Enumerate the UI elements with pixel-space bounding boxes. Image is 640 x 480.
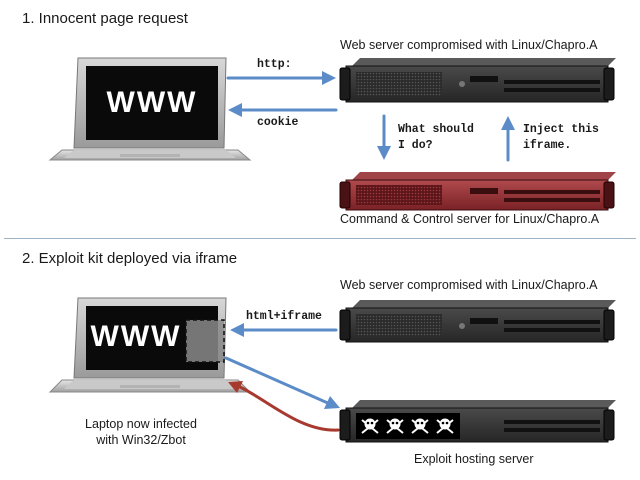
- arrow-infection-return: [228, 381, 340, 432]
- cnc-server-caption: Command & Control server for Linux/Chapr…: [340, 212, 600, 226]
- arrow-ask-down: [377, 114, 391, 160]
- arrow-cookie: [228, 103, 338, 117]
- html-iframe-label: html+iframe: [246, 310, 322, 323]
- web-server-1: [339, 58, 616, 103]
- cnc-server: [339, 172, 616, 211]
- laptop-caption-line-1: Laptop now infected: [85, 417, 197, 431]
- inject-label-line-1: Inject this: [523, 123, 599, 136]
- web-server-caption-2: Web server compromised with Linux/Chapro…: [340, 278, 598, 292]
- section-1-title: 1. Innocent page request: [22, 10, 188, 27]
- laptop-1-www-text: WWW: [107, 86, 198, 119]
- web-server-caption-1: Web server compromised with Linux/Chapro…: [340, 38, 598, 52]
- ask-label-line-1: What should: [398, 123, 474, 136]
- skull-crossbones-icon: [411, 418, 429, 434]
- ask-label: What should I do?: [398, 122, 474, 154]
- http-label: http:: [257, 58, 292, 71]
- laptop-1-screen: [86, 66, 218, 140]
- skull-icons: [361, 418, 454, 434]
- arrow-inject-up: [501, 116, 515, 162]
- cookie-label: cookie: [257, 116, 299, 129]
- iframe-dashed-outline: [185, 319, 225, 363]
- iframe-overlay: [186, 320, 224, 362]
- skull-crossbones-icon: [361, 418, 379, 434]
- laptop-2-www-text: WWW: [91, 320, 182, 353]
- laptop-2: [48, 297, 252, 393]
- arrow-iframe-to-exploit: [224, 356, 340, 409]
- laptop-1: [48, 57, 252, 161]
- skull-crossbones-icon: [436, 418, 454, 434]
- arrow-http: [226, 71, 336, 85]
- arrow-html-iframe: [230, 323, 338, 337]
- exploit-server: [339, 400, 616, 443]
- exploit-server-caption: Exploit hosting server: [414, 452, 534, 466]
- section-2-title: 2. Exploit kit deployed via iframe: [22, 250, 238, 267]
- laptop-caption-line-2: with Win32/Zbot: [96, 433, 186, 447]
- inject-label: Inject this iframe.: [523, 122, 599, 154]
- inject-label-line-2: iframe.: [523, 139, 572, 152]
- laptop-infected-caption: Laptop now infected with Win32/Zbot: [66, 416, 216, 448]
- web-server-2: [339, 300, 616, 343]
- ask-label-line-2: I do?: [398, 139, 433, 152]
- skull-crossbones-icon: [386, 418, 404, 434]
- section-divider: [4, 238, 636, 239]
